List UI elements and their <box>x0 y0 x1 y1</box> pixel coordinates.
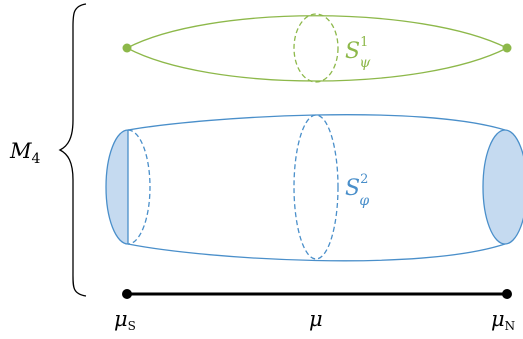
blue-left-cap-filled <box>105 129 129 245</box>
mu-north-label: μN <box>491 307 515 333</box>
green-endpoint-south <box>122 43 132 53</box>
base-endpoint-north <box>502 289 512 299</box>
blue-lower-edge <box>127 243 506 262</box>
green-endpoint-north <box>502 43 512 53</box>
manifold-label: M4 <box>9 139 41 167</box>
blue-right-cap-filled <box>482 129 523 245</box>
blue-upper-edge <box>127 114 506 131</box>
green-lens-upper-curve <box>126 15 508 49</box>
left-curly-brace <box>58 3 87 297</box>
mu-label: μ <box>309 307 323 331</box>
base-endpoint-south <box>122 289 132 299</box>
green-lens-lower-curve <box>126 47 508 82</box>
mu-south-label: μS <box>114 307 136 333</box>
blue-cross-section-circle <box>293 114 339 260</box>
base-interval <box>122 289 512 299</box>
green-cross-section-circle <box>293 13 339 83</box>
blue-left-cap-dashed-back <box>127 129 151 245</box>
